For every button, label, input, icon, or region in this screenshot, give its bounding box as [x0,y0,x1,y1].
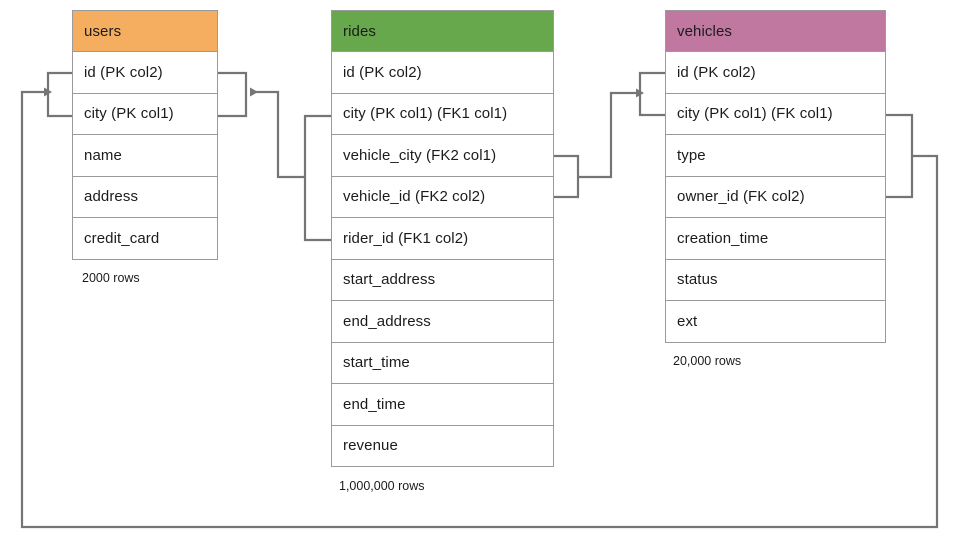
rides-fk2-to-vehicles-link [578,88,644,179]
table-row[interactable]: status [665,259,886,301]
table-users[interactable]: users id (PK col2) city (PK col1) name a… [72,10,218,260]
rides-fk1-to-users-link [250,87,305,179]
table-row[interactable]: city (PK col1) (FK1 col1) [331,93,554,135]
table-row[interactable]: owner_id (FK col2) [665,176,886,218]
table-users-row-count: 2000 rows [82,271,140,285]
table-row[interactable]: vehicle_id (FK2 col2) [331,176,554,218]
table-row[interactable]: end_address [331,301,554,343]
table-row[interactable]: id (PK col2) [665,52,886,94]
table-row[interactable]: start_time [331,342,554,384]
table-row[interactable]: rider_id (FK1 col2) [331,218,554,260]
users-left-key-bracket [46,71,72,118]
table-row[interactable]: city (PK col1) [72,93,218,135]
table-row[interactable]: vehicle_city (FK2 col1) [331,135,554,177]
vehicles-left-key-bracket [638,71,665,117]
table-row[interactable]: name [72,135,218,177]
users-right-key-bracket [218,71,248,118]
table-row[interactable]: end_time [331,384,554,426]
rides-fk2-bracket [554,154,580,199]
vehicles-right-fk-bracket [886,113,914,199]
table-row[interactable]: type [665,135,886,177]
table-row[interactable]: ext [665,301,886,343]
table-vehicles-row-count: 20,000 rows [673,354,742,368]
table-row[interactable]: city (PK col1) (FK col1) [665,93,886,135]
table-row[interactable]: revenue [331,425,554,467]
table-rides[interactable]: rides id (PK col2) city (PK col1) (FK1 c… [331,10,554,467]
rides-fk1-bracket [303,114,331,242]
table-row[interactable]: creation_time [665,218,886,260]
table-rides-header[interactable]: rides [331,10,554,52]
table-rides-row-count: 1,000,000 rows [339,479,425,493]
table-vehicles[interactable]: vehicles id (PK col2) city (PK col1) (FK… [665,10,886,343]
table-users-header[interactable]: users [72,10,218,52]
table-row[interactable]: credit_card [72,218,218,260]
table-vehicles-header[interactable]: vehicles [665,10,886,52]
table-row[interactable]: address [72,176,218,218]
table-row[interactable]: id (PK col2) [72,52,218,94]
table-row[interactable]: id (PK col2) [331,52,554,94]
table-row[interactable]: start_address [331,259,554,301]
